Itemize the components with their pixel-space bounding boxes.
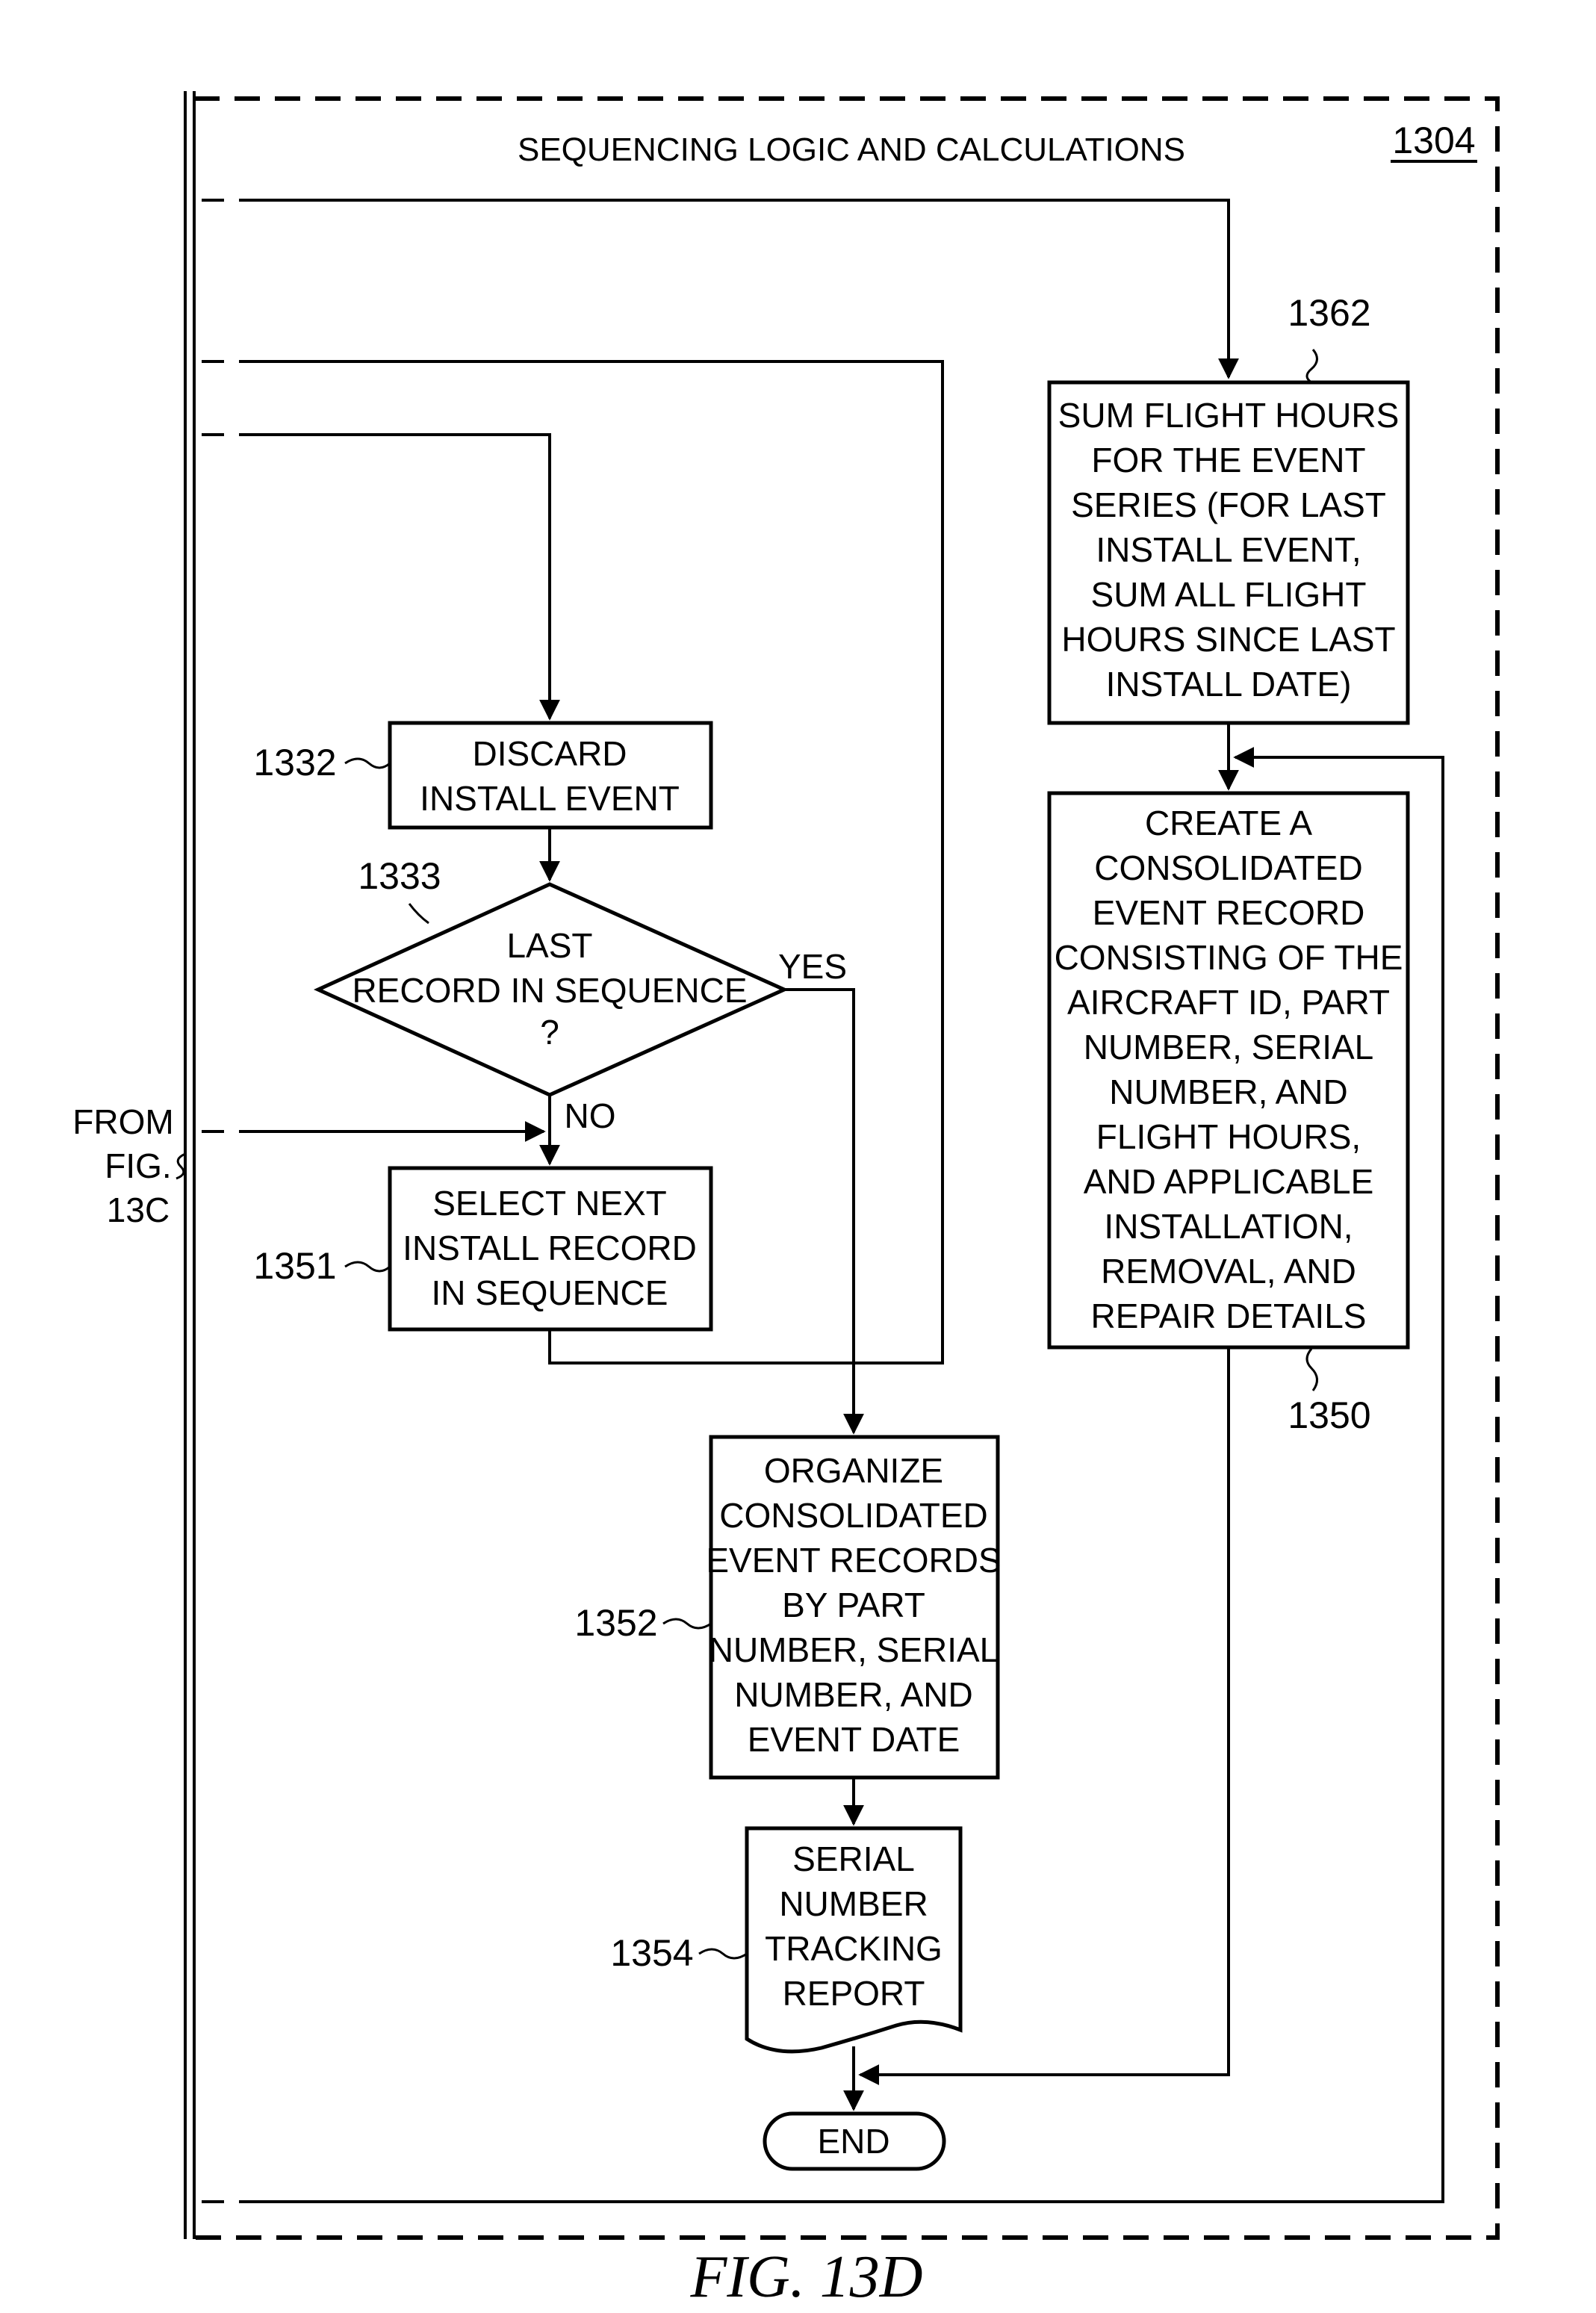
node-1350-line-12: REPAIR DETAILS (1091, 1297, 1367, 1335)
node-1333-line-1: LAST (506, 926, 592, 965)
node-1354-line-2: NUMBER (779, 1884, 928, 1923)
node-1332-ref: 1332 (253, 742, 336, 783)
node-1354-ref: 1354 (610, 1932, 693, 1974)
node-1362-line-1: SUM FLIGHT HOURS (1058, 396, 1400, 435)
node-1350-line-8: FLIGHT HOURS, (1096, 1117, 1361, 1156)
node-1350-line-7: NUMBER, AND (1109, 1072, 1347, 1111)
node-1351-line-2: INSTALL RECORD (403, 1229, 697, 1267)
from-label-line-3: 13C (107, 1190, 170, 1229)
node-1332-line-1: DISCARD (472, 734, 627, 773)
node-1350-ref: 1350 (1288, 1394, 1370, 1436)
node-1352-line-4: BY PART (782, 1586, 925, 1624)
node-1352-line-1: ORGANIZE (764, 1451, 943, 1490)
node-1333: LAST RECORD IN SEQUENCE ? 1333 (318, 855, 784, 1095)
node-1350-line-5: AIRCRAFT ID, PART (1067, 983, 1390, 1022)
edge-no-label: NO (565, 1096, 616, 1135)
node-1332-line-2: INSTALL EVENT (420, 779, 680, 818)
node-1333-line-2: RECORD IN SEQUENCE (352, 971, 747, 1010)
node-1352-line-2: CONSOLIDATED (719, 1496, 988, 1535)
node-1350-line-4: CONSISTING OF THE (1055, 938, 1403, 977)
node-1350: CREATE A CONSOLIDATED EVENT RECORD CONSI… (1049, 793, 1408, 1436)
node-1352-line-5: NUMBER, SERIAL (709, 1630, 999, 1669)
edge-to-1362 (202, 200, 1229, 377)
node-1350-line-11: REMOVAL, AND (1101, 1252, 1356, 1291)
from-fig-13c-label: FROM FIG. 13C (72, 1102, 185, 1229)
node-1354: SERIAL NUMBER TRACKING REPORT 1354 (610, 1828, 960, 2052)
node-1332: DISCARD INSTALL EVENT 1332 (253, 723, 711, 828)
node-1350-line-2: CONSOLIDATED (1094, 848, 1363, 887)
node-1350-line-6: NUMBER, SERIAL (1084, 1028, 1374, 1067)
edge-yes-label: YES (778, 947, 847, 986)
container-ref-number: 1304 (1392, 119, 1475, 161)
node-1352-line-6: NUMBER, AND (734, 1675, 972, 1714)
node-1354-line-1: SERIAL (792, 1839, 915, 1878)
node-1362-line-3: SERIES (FOR LAST (1071, 485, 1386, 524)
node-1352-line-3: EVENT RECORDS (706, 1541, 1001, 1580)
node-1362-ref: 1362 (1288, 292, 1370, 334)
node-1351-line-3: IN SEQUENCE (432, 1273, 668, 1312)
node-1352-ref: 1352 (574, 1602, 657, 1644)
node-1351: SELECT NEXT INSTALL RECORD IN SEQUENCE 1… (253, 1168, 711, 1329)
node-1350-line-1: CREATE A (1145, 804, 1312, 842)
node-end-label: END (817, 2122, 889, 2161)
node-1362-line-5: SUM ALL FLIGHT (1091, 575, 1367, 614)
node-1352: ORGANIZE CONSOLIDATED EVENT RECORDS BY P… (574, 1437, 1001, 1778)
node-1333-line-3: ? (540, 1013, 559, 1052)
node-1362-line-2: FOR THE EVENT (1091, 441, 1365, 479)
from-label-line-1: FROM (72, 1102, 173, 1141)
figure-caption: FIG. 13D (689, 2244, 922, 2310)
node-1362-line-6: HOURS SINCE LAST (1061, 620, 1395, 659)
node-1333-ref: 1333 (358, 855, 441, 897)
from-label-line-2: FIG. (105, 1146, 171, 1185)
node-end: END (765, 2114, 944, 2169)
node-1351-line-1: SELECT NEXT (432, 1184, 667, 1223)
node-1350-line-9: AND APPLICABLE (1084, 1162, 1374, 1201)
node-1350-line-10: INSTALLATION, (1104, 1207, 1353, 1246)
edge-yes (784, 990, 854, 1432)
node-1350-line-3: EVENT RECORD (1093, 893, 1365, 932)
node-1351-ref: 1351 (253, 1245, 336, 1287)
container-title: SEQUENCING LOGIC AND CALCULATIONS (518, 131, 1185, 168)
node-1362-line-7: INSTALL DATE) (1106, 665, 1352, 704)
node-1362-line-4: INSTALL EVENT, (1096, 530, 1361, 569)
node-1352-line-7: EVENT DATE (748, 1720, 960, 1759)
node-1354-line-4: REPORT (783, 1974, 925, 2013)
edge-to-1332 (202, 435, 550, 718)
node-1354-line-3: TRACKING (765, 1929, 943, 1968)
